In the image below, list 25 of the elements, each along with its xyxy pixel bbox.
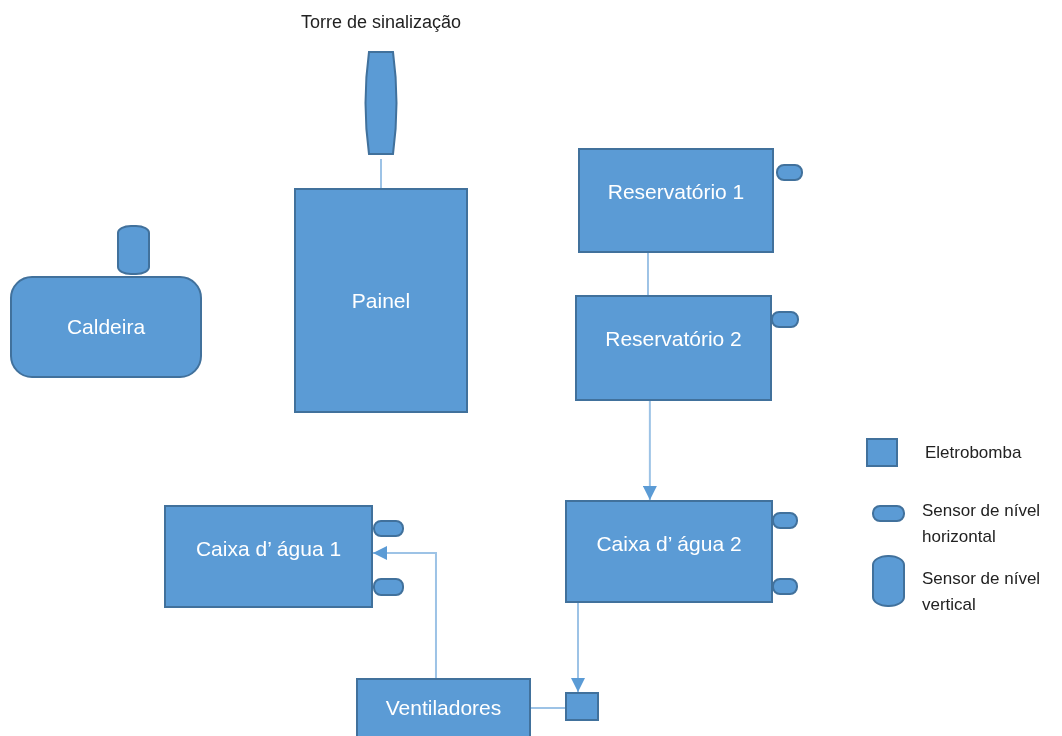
boiler-box <box>10 276 202 378</box>
arrow <box>372 546 437 679</box>
node-label: Caixa d’ água 2 <box>596 532 742 556</box>
arrow <box>642 400 657 501</box>
tower-label: Torre de sinalização <box>300 12 462 33</box>
connector <box>380 158 382 189</box>
process-box <box>565 500 773 603</box>
process-box <box>164 505 373 608</box>
process-box <box>575 295 772 401</box>
connector <box>530 706 566 709</box>
node-label: Reservatório 2 <box>605 327 742 351</box>
legend-label: Sensor de nível horizontal <box>922 500 1042 548</box>
connector <box>646 252 649 296</box>
process-box <box>356 678 531 736</box>
node-label: Caldeira <box>66 315 146 339</box>
node-label: Caixa d’ água 1 <box>195 537 342 561</box>
node-label: Painel <box>351 288 411 313</box>
legend-label: Sensor de nível vertical <box>922 568 1042 616</box>
node-label: Reservatório 1 <box>607 180 745 204</box>
process-box <box>578 148 774 253</box>
node-label: Ventiladores <box>385 696 502 720</box>
pump-box <box>565 692 599 721</box>
legend-label: Eletrobomba <box>925 442 1023 464</box>
arrow <box>571 602 585 693</box>
process-box <box>294 188 468 413</box>
